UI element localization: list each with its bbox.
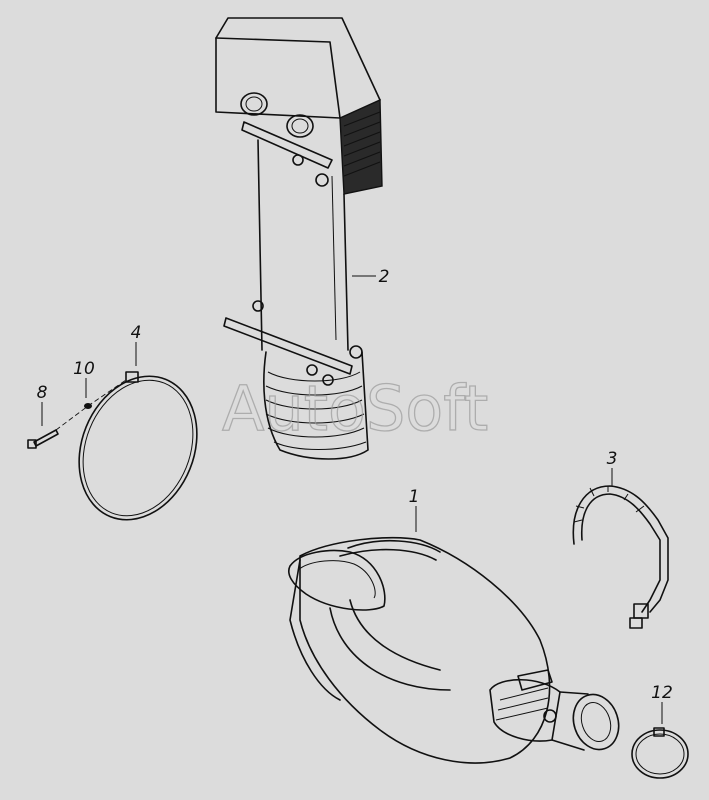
assembly-leader xyxy=(55,379,127,431)
callout-3: 3 xyxy=(607,449,618,469)
callout-10: 10 xyxy=(73,359,95,379)
part-3-hose xyxy=(572,485,669,629)
part-1-air-filter xyxy=(288,536,620,764)
callout-12: 12 xyxy=(651,683,673,703)
part-8-bolt xyxy=(27,429,59,449)
callout-2: 2 xyxy=(379,267,390,287)
callout-8: 8 xyxy=(37,383,48,403)
callout-4: 4 xyxy=(131,323,142,343)
watermark: AutoSoft xyxy=(222,372,488,445)
part-4-clamp xyxy=(78,371,198,521)
part-12-clamp xyxy=(631,727,689,779)
part-2-air-intake xyxy=(215,17,383,460)
callout-1: 1 xyxy=(409,487,420,507)
